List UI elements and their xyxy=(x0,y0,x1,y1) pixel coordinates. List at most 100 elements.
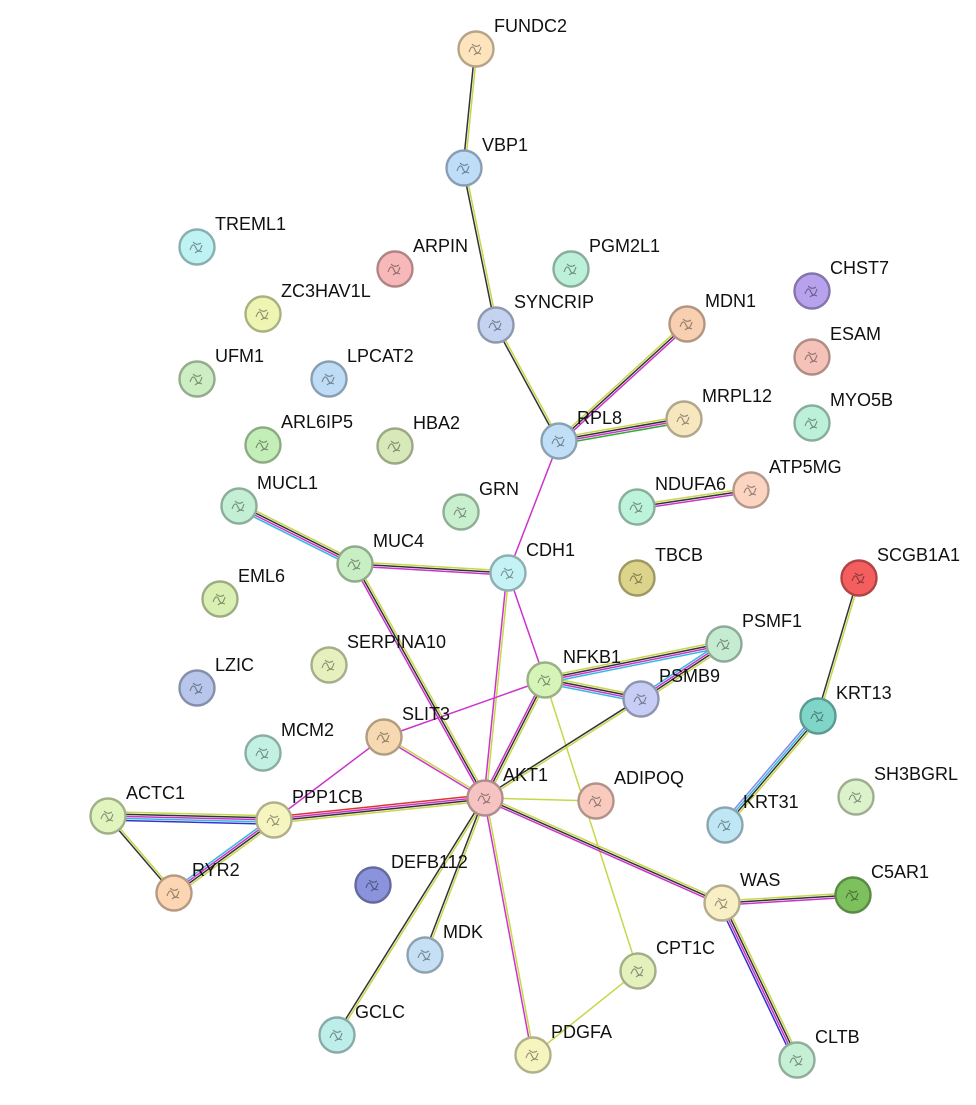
node-circle[interactable] xyxy=(703,884,741,922)
node-vbp1[interactable]: VBP1 xyxy=(445,135,529,187)
node-serpina10[interactable]: SERPINA10 xyxy=(310,632,447,684)
node-slit3[interactable]: SLIT3 xyxy=(365,704,451,756)
node-circle[interactable] xyxy=(668,305,706,343)
node-circle[interactable] xyxy=(665,400,703,438)
node-krt13[interactable]: KRT13 xyxy=(799,683,892,735)
node-circle[interactable] xyxy=(705,625,743,663)
node-atp5mg[interactable]: ATP5MG xyxy=(732,457,842,509)
node-circle[interactable] xyxy=(514,1036,552,1074)
node-muc4[interactable]: MUC4 xyxy=(336,531,425,583)
node-circle[interactable] xyxy=(706,806,744,844)
node-psmf1[interactable]: PSMF1 xyxy=(705,611,803,663)
node-circle[interactable] xyxy=(793,404,831,442)
node-syncrip[interactable]: SYNCRIP xyxy=(477,292,595,344)
node-circle[interactable] xyxy=(477,306,515,344)
node-circle[interactable] xyxy=(244,734,282,772)
node-circle[interactable] xyxy=(577,782,615,820)
node-circle[interactable] xyxy=(622,680,660,718)
node-ufm1[interactable]: UFM1 xyxy=(178,346,265,398)
node-mcm2[interactable]: MCM2 xyxy=(244,720,335,772)
node-gclc[interactable]: GCLC xyxy=(318,1002,406,1054)
node-grn[interactable]: GRN xyxy=(442,479,520,531)
node-circle[interactable] xyxy=(840,559,878,597)
protein-structure-icon xyxy=(468,43,482,56)
node-circle[interactable] xyxy=(310,646,348,684)
node-circle[interactable] xyxy=(255,801,293,839)
node-circle[interactable] xyxy=(618,559,656,597)
node-circle[interactable] xyxy=(178,360,216,398)
node-psmb9[interactable]: PSMB9 xyxy=(622,666,721,718)
node-mucl1[interactable]: MUCL1 xyxy=(220,473,319,525)
node-circle[interactable] xyxy=(318,1016,356,1054)
node-krt31[interactable]: KRT31 xyxy=(706,792,799,844)
node-circle[interactable] xyxy=(552,250,590,288)
node-adipoq[interactable]: ADIPOQ xyxy=(577,768,685,820)
node-ppp1cb[interactable]: PPP1CB xyxy=(255,787,364,839)
node-arl6ip5[interactable]: ARL6IP5 xyxy=(244,412,354,464)
node-nfkb1[interactable]: NFKB1 xyxy=(526,647,622,699)
node-circle[interactable] xyxy=(336,545,374,583)
node-sh3bgrl[interactable]: SH3BGRL xyxy=(837,764,959,816)
node-zc3hav1l[interactable]: ZC3HAV1L xyxy=(244,281,371,333)
node-circle[interactable] xyxy=(178,669,216,707)
node-scgb1a1[interactable]: SCGB1A1 xyxy=(840,545,961,597)
node-pdgfa[interactable]: PDGFA xyxy=(514,1022,613,1074)
node-circle[interactable] xyxy=(732,471,770,509)
node-circle[interactable] xyxy=(793,338,831,376)
node-cdh1[interactable]: CDH1 xyxy=(489,540,576,592)
node-rpl8[interactable]: RPL8 xyxy=(540,408,623,460)
node-circle[interactable] xyxy=(376,250,414,288)
node-circle[interactable] xyxy=(354,866,392,904)
node-circle[interactable] xyxy=(466,779,504,817)
node-cltb[interactable]: CLTB xyxy=(778,1027,860,1079)
node-circle[interactable] xyxy=(201,580,239,618)
node-mdk[interactable]: MDK xyxy=(406,922,484,974)
node-lpcat2[interactable]: LPCAT2 xyxy=(310,346,414,398)
node-actc1[interactable]: ACTC1 xyxy=(89,783,186,835)
node-circle[interactable] xyxy=(376,427,414,465)
node-fundc2[interactable]: FUNDC2 xyxy=(457,16,568,68)
node-myo5b[interactable]: MYO5B xyxy=(793,390,894,442)
node-pgm2l1[interactable]: PGM2L1 xyxy=(552,236,661,288)
node-defb112[interactable]: DEFB112 xyxy=(354,852,468,904)
node-arpin[interactable]: ARPIN xyxy=(376,236,469,288)
node-tbcb[interactable]: TBCB xyxy=(618,545,704,597)
node-circle[interactable] xyxy=(155,874,193,912)
node-circle[interactable] xyxy=(619,952,657,990)
node-circle[interactable] xyxy=(89,797,127,835)
node-circle[interactable] xyxy=(526,661,564,699)
node-circle[interactable] xyxy=(799,697,837,735)
node-was[interactable]: WAS xyxy=(703,870,781,922)
node-mrpl12[interactable]: MRPL12 xyxy=(665,386,773,438)
node-circle[interactable] xyxy=(244,426,282,464)
protein-structure-icon xyxy=(255,308,269,321)
node-circle[interactable] xyxy=(310,360,348,398)
node-cpt1c[interactable]: CPT1C xyxy=(619,938,716,990)
node-ndufa6[interactable]: NDUFA6 xyxy=(618,474,727,526)
node-circle[interactable] xyxy=(457,30,495,68)
node-circle[interactable] xyxy=(406,936,444,974)
node-chst7[interactable]: CHST7 xyxy=(793,258,890,310)
node-akt1[interactable]: AKT1 xyxy=(466,765,549,817)
node-circle[interactable] xyxy=(445,149,483,187)
node-eml6[interactable]: EML6 xyxy=(201,566,286,618)
node-circle[interactable] xyxy=(442,493,480,531)
node-circle[interactable] xyxy=(365,718,403,756)
node-hba2[interactable]: HBA2 xyxy=(376,413,461,465)
node-lzic[interactable]: LZIC xyxy=(178,655,255,707)
node-circle[interactable] xyxy=(220,487,258,525)
node-circle[interactable] xyxy=(244,295,282,333)
node-circle[interactable] xyxy=(778,1041,816,1079)
node-circle[interactable] xyxy=(837,778,875,816)
node-circle[interactable] xyxy=(540,422,578,460)
node-circle[interactable] xyxy=(793,272,831,310)
node-circle[interactable] xyxy=(834,876,872,914)
node-treml1[interactable]: TREML1 xyxy=(178,214,287,266)
node-circle[interactable] xyxy=(618,488,656,526)
node-ryr2[interactable]: RYR2 xyxy=(155,860,240,912)
node-circle[interactable] xyxy=(489,554,527,592)
node-mdn1[interactable]: MDN1 xyxy=(668,291,757,343)
node-c5ar1[interactable]: C5AR1 xyxy=(834,862,930,914)
node-circle[interactable] xyxy=(178,228,216,266)
node-esam[interactable]: ESAM xyxy=(793,324,882,376)
